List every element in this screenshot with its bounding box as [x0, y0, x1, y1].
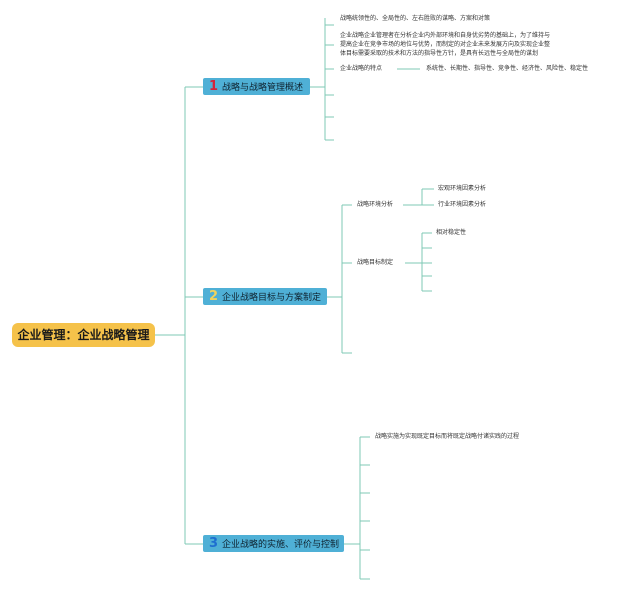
- branch1-child-enterprise-strategy[interactable]: 企业战略企业管理者在分析企业内外部环境和自身优劣势的基础上，为了维持与 提高企业…: [340, 32, 550, 58]
- branch2-child-goal-setting[interactable]: 战略目标制定: [357, 259, 394, 266]
- branch2-item-stability[interactable]: 相对稳定性: [436, 229, 467, 236]
- branch3-child-implementation[interactable]: 战略实施为实现既定目标而将既定战略付诸实践的过程: [375, 433, 520, 440]
- branch1-child-features[interactable]: 企业战略的特点: [340, 65, 383, 72]
- text-line: 企业战略企业管理者在分析企业内外部环境和自身优劣势的基础上，为了维持与: [340, 32, 551, 39]
- branch2-item-industry[interactable]: 行业环境因素分析: [438, 201, 487, 208]
- branch1-features-detail[interactable]: 系统性、长期性、指导性、竞争性、经济性、风险性、稳定性: [426, 65, 589, 72]
- branch-label-3: 企业战略的实施、评价与控制: [222, 540, 340, 550]
- branch-number-1: 1: [209, 79, 219, 94]
- branch-label-2: 企业战略目标与方案制定: [222, 293, 322, 303]
- branch2-item-macro[interactable]: 宏观环境因素分析: [438, 185, 487, 192]
- branch-number-3: 3: [209, 536, 219, 551]
- branch-label-1: 战略与战略管理概述: [222, 83, 304, 93]
- text-line: 提高企业在竞争市场的地位与优势，而制定的对企业未来发展方向及实现企业整: [340, 41, 551, 48]
- root-node[interactable]: 企业管理：企业战略管理: [12, 323, 155, 347]
- text-line: 体目标需要采取的技术和方法的指导性方针，是具有长远性与全局性的谋划: [340, 50, 539, 57]
- branch1-child-definition[interactable]: 战略统领性的、全局性的、左右胜败的谋略、方案和对策: [340, 15, 491, 22]
- branch2-child-environment-analysis[interactable]: 战略环境分析: [357, 201, 394, 208]
- branch-number-2: 2: [209, 289, 219, 304]
